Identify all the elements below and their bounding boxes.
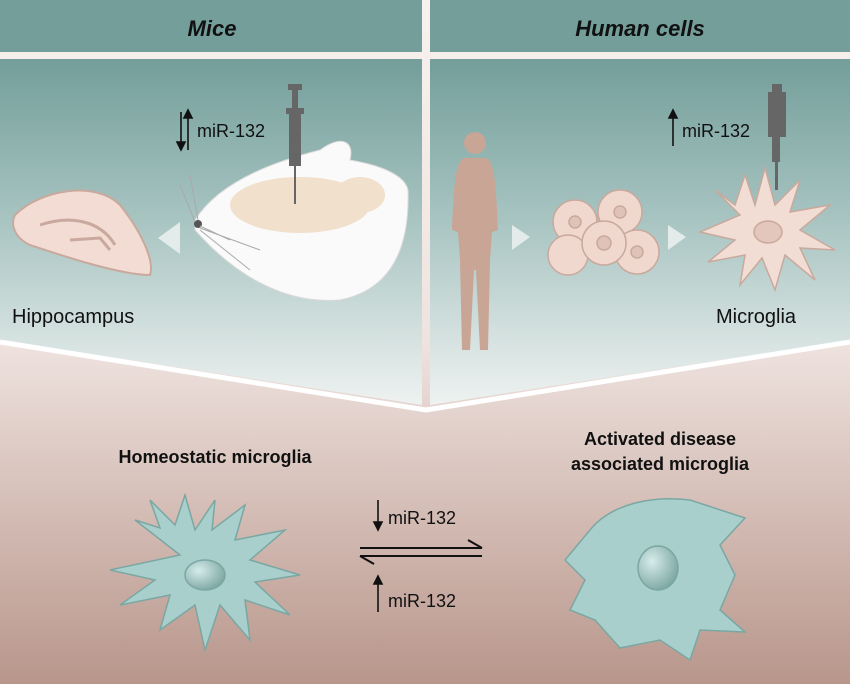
microglia-label: Microglia (716, 306, 797, 328)
pipette-icon (768, 84, 786, 190)
arrow-left-icon (158, 222, 180, 254)
mirna-up-icon (667, 108, 679, 146)
homeostatic-microglia-icon (109, 492, 301, 653)
homeostatic-title: Homeostatic microglia (118, 447, 312, 467)
equilibrium-arrows-icon (359, 539, 483, 565)
syringe-icon (286, 84, 304, 204)
divider (0, 339, 850, 413)
hippocampus-icon (12, 189, 152, 277)
arrow-right-icon-2 (668, 225, 686, 250)
mouse-head-icon (179, 140, 409, 301)
activated-microglia-icon (563, 498, 748, 662)
mirna-down-up-icon (175, 108, 194, 152)
mice-mirna-label: miR-132 (197, 121, 265, 141)
reverse-mirna-up-icon (372, 574, 384, 612)
header-human-bg (430, 0, 850, 52)
human-figure-icon (452, 132, 498, 350)
activated-title-line1: Activated disease (584, 429, 736, 449)
microglia-cell-icon (697, 165, 836, 293)
activated-title-line2: associated microglia (571, 454, 750, 474)
hippocampus-label: Hippocampus (12, 306, 134, 328)
forward-mirna-label: miR-132 (388, 508, 456, 528)
reverse-mirna-label: miR-132 (388, 591, 456, 611)
human-mirna-label: miR-132 (682, 121, 750, 141)
arrow-right-icon (512, 225, 530, 250)
header-mice: Mice (188, 16, 237, 41)
header-human: Human cells (575, 16, 705, 41)
forward-mirna-down-icon (372, 500, 384, 532)
cell-cluster-icon (547, 189, 660, 276)
header-mice-bg (0, 0, 422, 52)
